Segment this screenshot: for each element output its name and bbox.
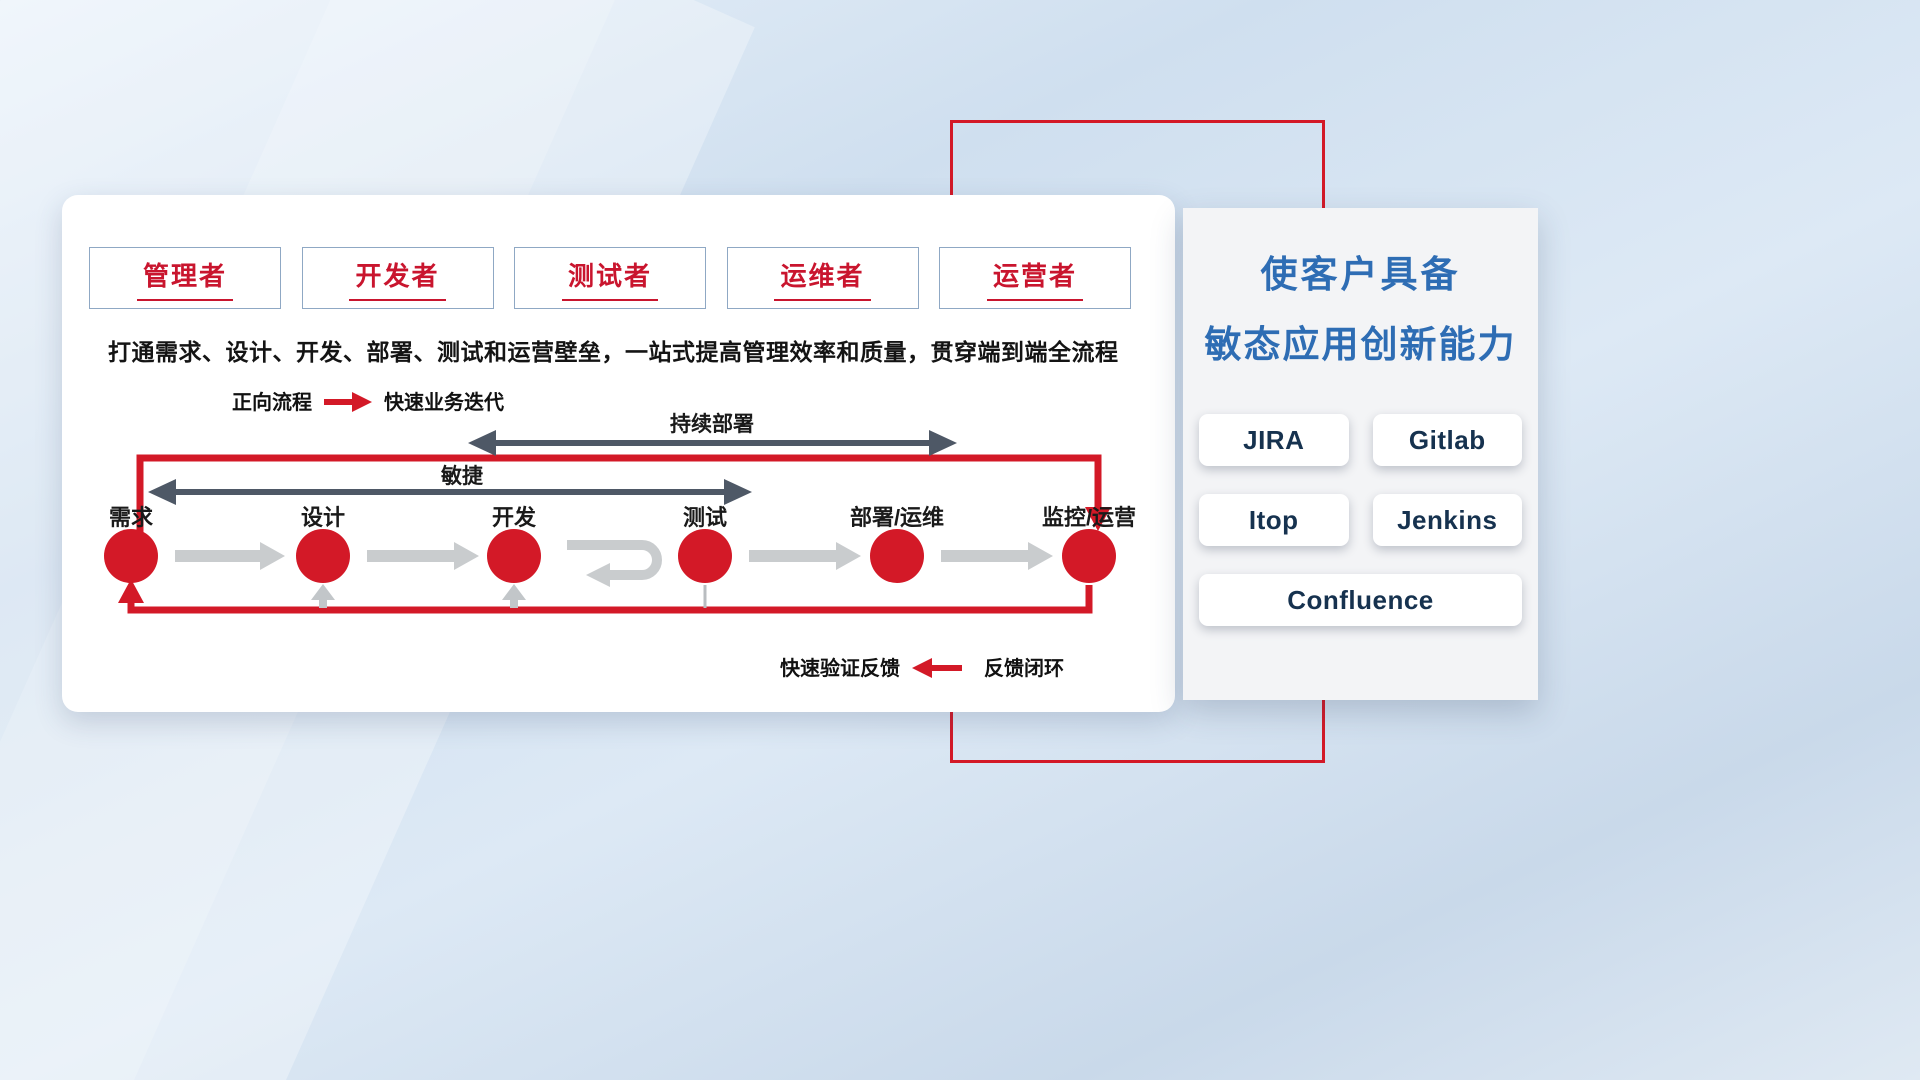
role-label: 运维者 (774, 256, 871, 301)
roles-row: 管理者 开发者 测试者 运维者 运营者 (89, 247, 1131, 309)
flow-arrow (941, 542, 1053, 570)
role-label: 管理者 (136, 256, 233, 301)
stage-node-testing (678, 529, 732, 583)
stage-label-design: 设计 (301, 505, 345, 530)
role-box-manager: 管理者 (89, 247, 281, 309)
role-label: 运营者 (986, 256, 1083, 301)
role-box-developer: 开发者 (301, 247, 494, 309)
stage-node-development (487, 529, 541, 583)
stage-label-deploy-ops: 部署/运维 (850, 505, 944, 530)
legend-feedback-name: 反馈闭环 (984, 656, 1064, 680)
continuous-deployment-span-arrow (468, 430, 957, 456)
tool-badge-confluence: Confluence (1199, 574, 1522, 626)
continuous-deployment-label: 持续部署 (670, 412, 754, 436)
capability-panel: 使客户具备 敏态应用创新能力 JIRA Gitlab Itop Jenkins … (1183, 208, 1538, 700)
role-label: 测试者 (561, 256, 658, 301)
agile-span-arrow (148, 479, 752, 505)
feedback-loop-red-line (118, 579, 1093, 614)
legend-forward-arrowhead (352, 392, 372, 412)
flow-arrow (175, 542, 285, 570)
panel-subtitle: 打通需求、设计、开发、部署、测试和运营壁垒，一站式提高管理效率和质量，贯穿端到端… (108, 339, 1119, 365)
tool-row: Itop Jenkins (1199, 494, 1522, 546)
stage-label-testing: 测试 (683, 505, 727, 530)
tool-row: JIRA Gitlab (1199, 414, 1522, 466)
stage-label-requirements: 需求 (109, 505, 153, 530)
devops-flow-panel: 管理者 开发者 测试者 运维者 运营者 打通需求、设计、开发、部署、测试和运营壁… (62, 195, 1175, 712)
capability-title-line2: 敏态应用创新能力 (1204, 324, 1517, 365)
tool-badge-itop: Itop (1199, 494, 1349, 546)
role-box-ops: 运维者 (726, 247, 919, 309)
feedback-up-arrow-design (311, 584, 335, 608)
agile-label: 敏捷 (440, 464, 483, 488)
stage-node-monitor-operations (1062, 529, 1116, 583)
stage-node-deploy-ops (870, 529, 924, 583)
tool-badge-gitlab: Gitlab (1372, 414, 1522, 466)
stage-label-monitor-operations: 监控/运营 (1042, 505, 1136, 530)
tool-badge-jira: JIRA (1199, 414, 1349, 466)
legend-forward: 正向流程 快速业务迭代 (232, 390, 504, 414)
legend-feedback: 快速验证反馈 反馈闭环 (780, 656, 1064, 680)
legend-feedback-arrowhead (912, 658, 932, 678)
iteration-loop-icon (567, 540, 662, 587)
forward-loop-red-line (136, 454, 1111, 543)
tool-badge-jenkins: Jenkins (1372, 494, 1522, 546)
legend-forward-name: 正向流程 (232, 390, 312, 414)
legend-feedback-desc: 快速验证反馈 (780, 656, 900, 680)
flow-arrow (367, 542, 479, 570)
flow-diagram: 敏捷 持续部署 (104, 390, 1136, 680)
capability-title-line1: 使客户具备 (1260, 254, 1461, 295)
feedback-up-arrow-dev (502, 584, 526, 608)
tool-row: Confluence (1199, 574, 1522, 626)
flow-arrow (749, 542, 861, 570)
stage-label-development: 开发 (492, 505, 537, 530)
legend-forward-desc: 快速业务迭代 (384, 390, 504, 414)
tool-buttons: JIRA Gitlab Itop Jenkins Confluence (1183, 414, 1538, 626)
role-box-operator: 运营者 (939, 247, 1131, 309)
stage-node-requirements (104, 529, 158, 583)
role-label: 开发者 (349, 256, 446, 301)
stage-node-design (296, 529, 350, 583)
role-box-tester: 测试者 (514, 247, 706, 309)
